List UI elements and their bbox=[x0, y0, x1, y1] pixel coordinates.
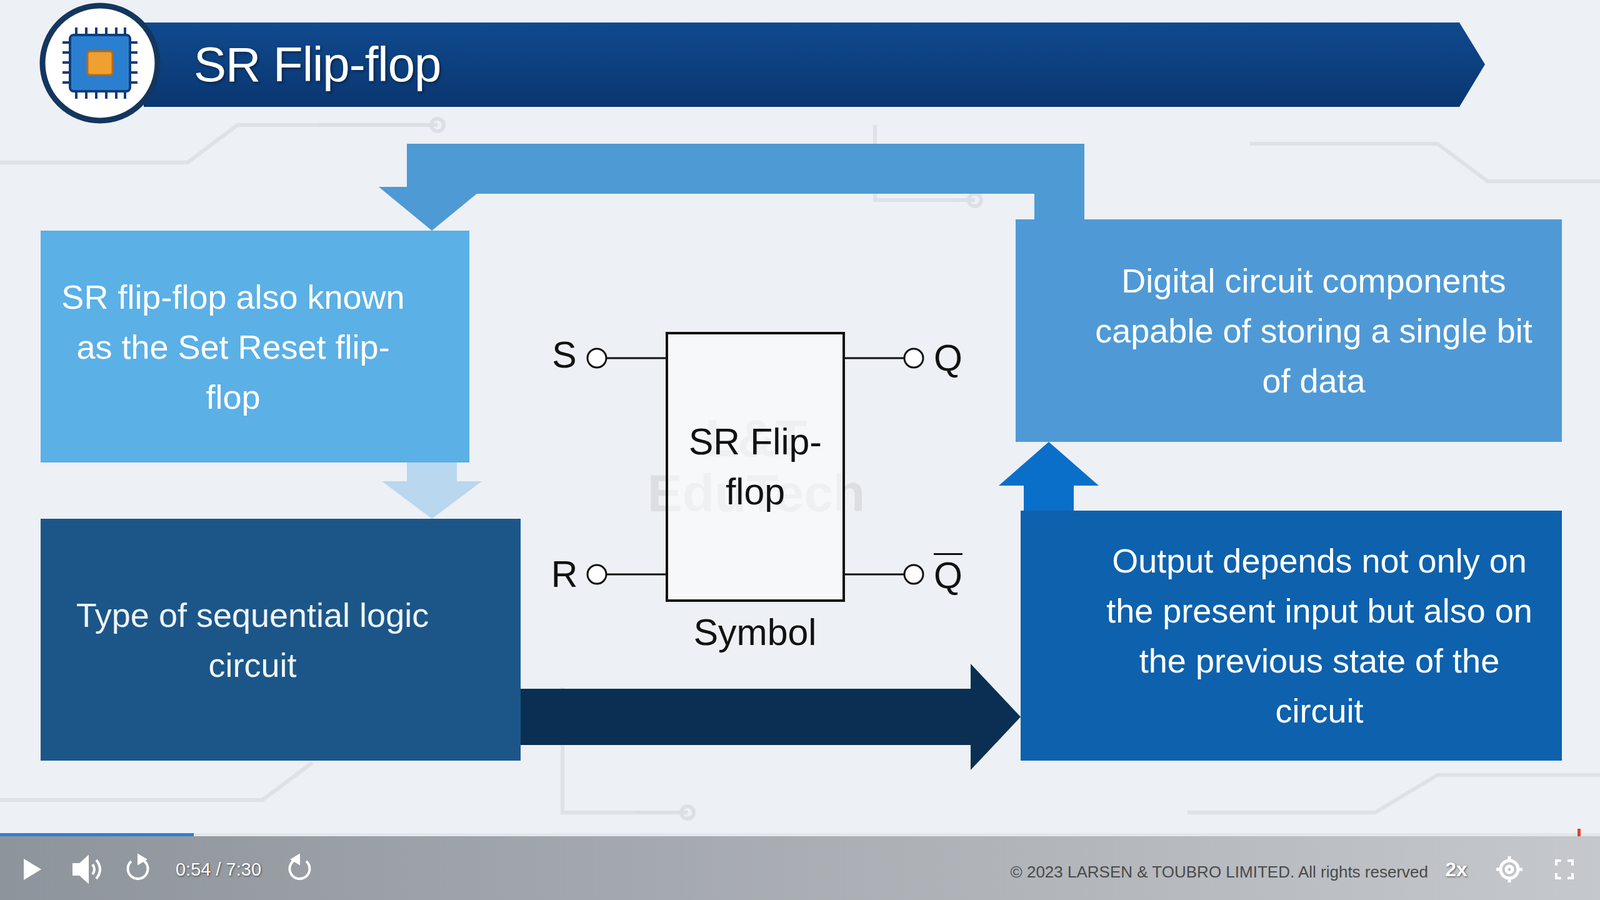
info-box: Type of sequential logic circuit bbox=[40, 518, 521, 761]
info-text: Digital circuit components capable of st… bbox=[1084, 255, 1544, 406]
play-icon bbox=[23, 858, 42, 880]
slide-title: SR Flip-flop bbox=[193, 36, 441, 94]
pin-label: Q bbox=[933, 554, 963, 597]
info-text: SR flip-flop also known as the Set Reset… bbox=[59, 271, 407, 422]
settings-icon bbox=[1496, 856, 1523, 883]
pin-label: S bbox=[551, 333, 577, 377]
arrow-head bbox=[381, 481, 482, 519]
arrow-head bbox=[378, 186, 485, 231]
symbol-caption: Symbol bbox=[693, 611, 817, 654]
forward-icon bbox=[289, 855, 310, 879]
volume-icon bbox=[73, 857, 100, 882]
circuit-pattern bbox=[0, 118, 1600, 819]
copyright-note: © 2023 LARSEN & TOUBRO LIMITED. All righ… bbox=[1010, 862, 1429, 882]
pin-label: Q bbox=[933, 336, 963, 380]
video-time: 0:54 / 7:30 bbox=[175, 859, 262, 880]
arrow-shaft bbox=[406, 462, 457, 483]
flow-arrow bbox=[378, 168, 1060, 231]
flip-flop-block: SR Flip-flop bbox=[665, 331, 845, 602]
playback-speed: 2x bbox=[1445, 858, 1468, 882]
info-box: Output depends not only on the present i… bbox=[1020, 510, 1562, 761]
arrow-shaft bbox=[431, 168, 1060, 220]
player-bar bbox=[0, 828, 1600, 900]
arrow-head bbox=[998, 441, 1099, 486]
flow-arrow bbox=[520, 663, 1021, 770]
flow-arrow bbox=[381, 462, 482, 519]
info-box: Digital circuit components capable of st… bbox=[1015, 219, 1562, 442]
info-text: Output depends not only on the present i… bbox=[1095, 535, 1544, 736]
chip-icon bbox=[42, 5, 158, 121]
arrow-head bbox=[970, 663, 1021, 770]
info-text: Type of sequential logic circuit bbox=[59, 590, 446, 690]
title-bar bbox=[143, 22, 1485, 107]
fullscreen-icon bbox=[1556, 860, 1573, 879]
flow-arrow bbox=[998, 441, 1099, 511]
info-box: SR flip-flop also known as the Set Reset… bbox=[40, 230, 470, 463]
arrow-shaft bbox=[520, 688, 972, 745]
arrow-shaft bbox=[1023, 484, 1074, 511]
pin-label: R bbox=[551, 553, 579, 596]
rewind-icon bbox=[128, 855, 149, 879]
block-label: SR Flip-flop bbox=[673, 416, 838, 517]
